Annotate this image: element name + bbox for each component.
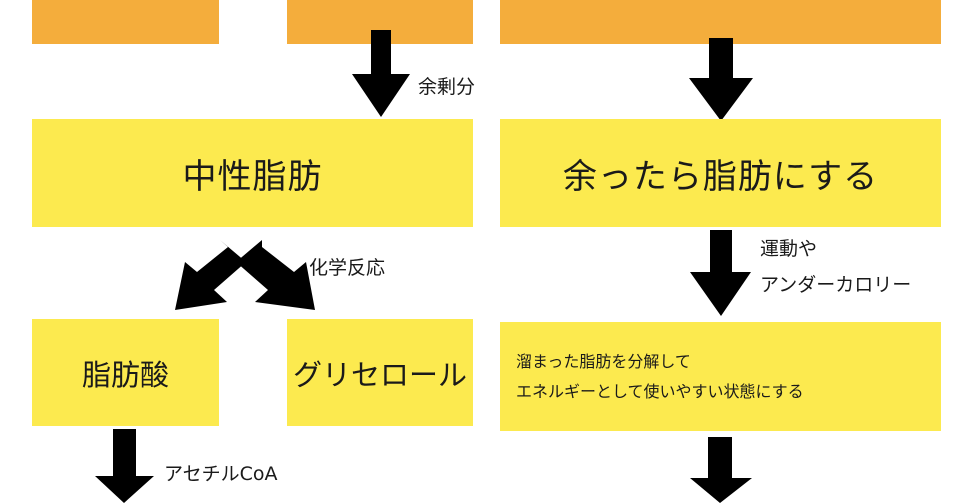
top-box-right <box>500 0 941 44</box>
label-surplus: 余剰分 <box>418 76 476 98</box>
decompose-line-1: 溜まった脂肪を分解して <box>516 351 691 371</box>
glycerol-label: グリセロール <box>292 357 467 392</box>
top-box-left <box>32 0 219 44</box>
arrow-right-top <box>689 38 753 121</box>
arrow-to-fatty-acid <box>175 240 246 310</box>
fatty-acid-box: 脂肪酸 <box>32 319 219 426</box>
label-chemical-reaction: 化学反応 <box>309 257 386 279</box>
glycerol-box: グリセロール <box>287 319 473 426</box>
arrow-bottom-right <box>690 437 752 503</box>
fatty-acid-label: 脂肪酸 <box>81 357 169 392</box>
neutral-fat-label: 中性脂肪 <box>182 156 323 197</box>
label-exercise-line-1: 運動や <box>760 238 818 260</box>
label-acetyl-coa: アセチルCoA <box>164 463 278 485</box>
arrow-exercise <box>690 230 751 316</box>
neutral-fat-box: 中性脂肪 <box>32 119 473 227</box>
fat-when-surplus-box: 余ったら脂肪にする <box>500 119 941 227</box>
label-exercise-line-2: アンダーカロリー <box>760 274 912 296</box>
arrow-surplus <box>352 30 410 117</box>
fat-when-surplus-label: 余ったら脂肪にする <box>562 156 879 197</box>
decompose-line-2: エネルギーとして使いやすい状態にする <box>516 381 804 401</box>
arrow-to-glycerol <box>236 240 315 310</box>
arrow-acetyl-coa <box>95 429 154 503</box>
decompose-box: 溜まった脂肪を分解して エネルギーとして使いやすい状態にする <box>500 322 941 431</box>
